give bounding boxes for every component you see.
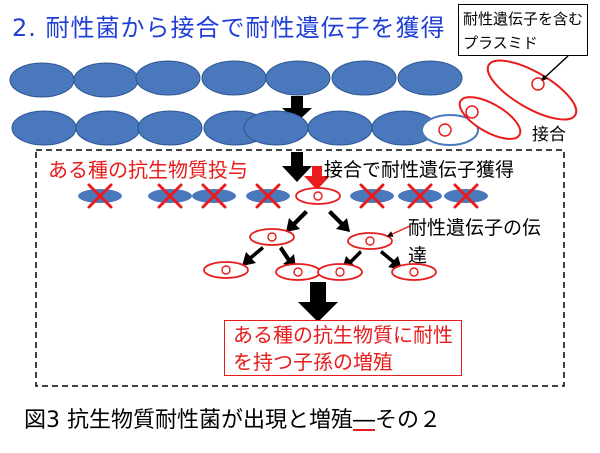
arrow-down-3 bbox=[298, 282, 338, 322]
treatment-region bbox=[35, 149, 565, 387]
plasmid-icon bbox=[531, 77, 545, 91]
plasmid-icon bbox=[221, 265, 231, 275]
caption-tail: その２ bbox=[375, 408, 442, 433]
acquisition-arrow bbox=[304, 166, 330, 190]
bacterium bbox=[265, 60, 331, 96]
cross-icon bbox=[407, 183, 433, 209]
plasmid-label-box: 耐性遺伝子を含むプラスミド bbox=[458, 4, 588, 56]
division-arrow bbox=[286, 210, 308, 232]
conjugation-acquisition-label: 接合で耐性遺伝子獲得 bbox=[324, 159, 515, 181]
conjugating-pair bbox=[421, 96, 522, 146]
cross-icon bbox=[87, 183, 113, 209]
figure-caption: 図3 抗生物質耐性菌が出現と増殖―その２ bbox=[24, 402, 441, 434]
plasmid-pointer-arrow bbox=[541, 55, 569, 81]
bacteria-row-1 bbox=[9, 60, 463, 98]
arrow-down-1 bbox=[282, 96, 312, 122]
antibiotic-label: ある種の抗生物質投与 bbox=[48, 158, 248, 182]
cross-icon bbox=[201, 183, 227, 209]
resistant-bacterium bbox=[391, 263, 437, 281]
resistant-bacterium bbox=[295, 187, 341, 205]
plasmid-icon bbox=[438, 123, 452, 137]
division-arrow bbox=[328, 210, 350, 232]
plasmid-icon bbox=[335, 267, 345, 277]
bacterium bbox=[11, 110, 77, 146]
arrow-down-2 bbox=[282, 152, 312, 182]
resistant-bacterium bbox=[317, 263, 363, 281]
division-arrow bbox=[279, 246, 296, 268]
killed-bacteria-row bbox=[78, 183, 488, 209]
plasmid-icon bbox=[313, 191, 323, 201]
plasmid-icon bbox=[365, 236, 375, 246]
cross-icon bbox=[255, 183, 281, 209]
division-arrow bbox=[242, 246, 264, 266]
bacterium bbox=[135, 60, 201, 96]
cross-icon bbox=[453, 183, 479, 209]
bacterium bbox=[331, 60, 397, 96]
donor-bacterium bbox=[486, 59, 578, 121]
conjugation-label: 接合 bbox=[532, 125, 566, 145]
result-box: ある種の抗生物質に耐性を持つ子孫の増殖 bbox=[224, 320, 462, 376]
resistant-bacterium bbox=[275, 263, 321, 281]
bacterium bbox=[9, 62, 75, 98]
bacterium bbox=[307, 110, 373, 146]
bacterium bbox=[75, 110, 141, 146]
plasmid-icon bbox=[293, 267, 303, 277]
plasmid-icon bbox=[465, 105, 479, 119]
cross-icon bbox=[359, 183, 385, 209]
bacterium bbox=[73, 62, 139, 98]
bacterium bbox=[243, 110, 309, 146]
gene-transfer-label: 耐性遺伝子の伝達 bbox=[408, 217, 542, 267]
caption-dash: ― bbox=[353, 408, 375, 433]
plasmid-icon bbox=[409, 267, 419, 277]
division-arrow bbox=[380, 250, 402, 270]
page-title: 2. 耐性菌から接合で耐性遺伝子を獲得 bbox=[12, 14, 446, 42]
cross-icon bbox=[157, 183, 183, 209]
caption-main: 図3 抗生物質耐性菌が出現と増殖 bbox=[24, 408, 353, 433]
plasmid-icon bbox=[267, 232, 277, 242]
resistant-bacterium bbox=[203, 261, 249, 279]
transfer-pointer-arrow bbox=[386, 225, 411, 237]
resistant-bacterium bbox=[249, 228, 295, 246]
bacteria-row-2 bbox=[11, 110, 437, 146]
bacterium bbox=[137, 110, 203, 146]
bacterium bbox=[397, 60, 463, 96]
bacterium bbox=[201, 60, 267, 96]
resistant-bacterium bbox=[347, 232, 393, 250]
